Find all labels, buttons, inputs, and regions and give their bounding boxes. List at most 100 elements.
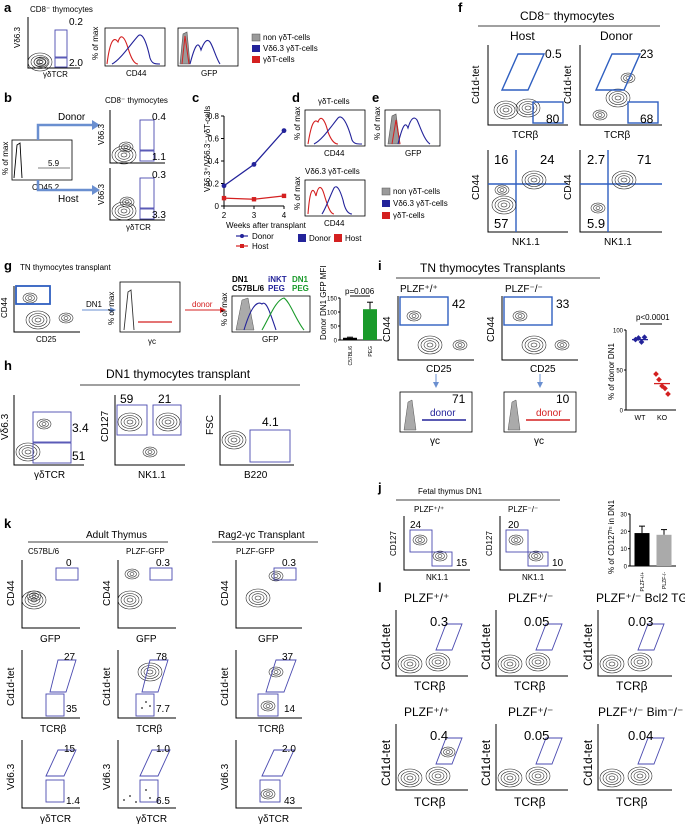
panel-j-xlabel-wt: NK1.1 xyxy=(426,573,449,582)
panel-l-bottom-1-val: 0.4 xyxy=(430,728,448,743)
panel-k-r2c3-val1: 37 xyxy=(282,652,294,663)
panel-l-top-1-y: Cd1d-tet xyxy=(379,623,393,670)
panel-c-ytick-label: 0.4 xyxy=(208,157,220,166)
panel-f-host-bottom: 16 24 57 CD44 NK1.1 xyxy=(471,150,568,248)
panel-f-host-q2: 24 xyxy=(540,152,554,167)
panel-j-col-wt: PLZF⁺/⁺ xyxy=(414,505,444,514)
panel-l-top-title-3: PLZF⁺/⁻ Bcl2 TG xyxy=(596,591,685,605)
panel-k-r1c2-y: CD44 xyxy=(102,580,113,606)
panel-k-r3c3-val2: 43 xyxy=(284,796,296,807)
panel-j-dotplot-ko: 20 10 CD127 NK1.1 xyxy=(485,516,566,582)
panel-g-dotplot: CD44 CD25 xyxy=(0,285,80,344)
panel-d-histogram-bottom: % of max CD44 xyxy=(293,177,366,228)
panel-d-histogram-top: % of max CD44 xyxy=(293,107,366,158)
panel-k-r3c1-val2: 1.4 xyxy=(66,796,80,807)
panel-l-bottom-1: 0.4 Cd1d-tet TCRβ xyxy=(379,724,468,809)
panel-b-donor-label: Donor xyxy=(58,112,86,123)
panel-i-donor-wt: donor xyxy=(430,408,456,419)
panel-e-legend-2: γδT-cells xyxy=(393,211,425,220)
panel-a-title: CD8⁻ thymocytes xyxy=(30,5,93,14)
panel-k-r2c1-val2: 35 xyxy=(66,704,78,715)
panel-l-bottom-2-val: 0.05 xyxy=(524,728,549,743)
panel-b-donor-top: 0.4 xyxy=(152,112,166,123)
panel-l-top-2-val: 0.05 xyxy=(524,614,549,629)
panel-f-host-q1: 16 xyxy=(494,152,508,167)
panel-k-r3c2-val2: 6.5 xyxy=(156,796,170,807)
panel-g-bar-ytick-label: 0 xyxy=(334,339,338,345)
panel-k-r1c3-val: 0.3 xyxy=(282,558,296,569)
panel-i-category: KO xyxy=(657,415,668,422)
panel-h-p3-ylabel: FSC xyxy=(205,415,216,435)
panel-k-r1c2-x: GFP xyxy=(136,634,157,645)
panel-g-xlabel: CD25 xyxy=(36,335,57,344)
panel-k-r2c1-x: TCRβ xyxy=(40,724,67,735)
panel-k-r2c2-val2: 7.7 xyxy=(156,704,170,715)
panel-d-xlabel-top: CD44 xyxy=(324,149,345,158)
panel-i-bar-ylabel: % of donor DN1 xyxy=(607,343,616,400)
panel-i-donor-ko: donor xyxy=(536,408,562,419)
panel-i-ytick-label: 50 xyxy=(616,369,623,375)
panel-j-bar-category: PLZF+/+ xyxy=(640,572,646,592)
panel-g-bar-ylabel: Donor DN1 GFP MFI xyxy=(319,265,328,340)
panel-c-ytick-label: 0.6 xyxy=(208,135,220,144)
panel-i-dotplot-ko: 33 CD44 CD25 xyxy=(486,296,578,375)
panel-a-legend-1: Vδ6.3 γδT-cells xyxy=(263,44,318,53)
panel-l-bottom-2-y: Cd1d-tet xyxy=(479,739,493,786)
panel-e-legend-1: Vδ6.3 γδT-cells xyxy=(393,199,448,208)
panel-g-bar-pvalue: p=0.006 xyxy=(345,287,375,296)
panel-j-wt-val2: 15 xyxy=(456,558,468,569)
panel-f-host-top-val1: 0.5 xyxy=(545,47,562,61)
panel-c-point xyxy=(251,161,257,167)
panel-h-p3-val1: 4.1 xyxy=(262,415,279,429)
panel-h-p1-val2: 51 xyxy=(72,449,86,463)
panel-g-title: TN thymocytes transplant xyxy=(20,263,111,272)
panel-l-top-2-x: TCRβ xyxy=(514,679,546,693)
panel-f-title: CD8⁻ thymocytes xyxy=(520,9,614,23)
panel-f-bottom-xlabel-2: NK1.1 xyxy=(604,237,632,248)
panel-k-r3c2-x: γδTCR xyxy=(136,814,167,825)
panel-f-top-xlabel-1: TCRβ xyxy=(512,130,539,141)
panel-k-r2c2-x: TCRβ xyxy=(136,724,163,735)
panel-k-r2c3-x: TCRβ xyxy=(258,724,285,735)
panel-c-point xyxy=(281,193,287,199)
panel-g-ylabel: CD44 xyxy=(0,297,9,318)
panel-c-point xyxy=(281,128,287,134)
panel-k-r1c1-x: GFP xyxy=(40,634,61,645)
panel-k-r3c2-val1: 1.0 xyxy=(156,744,170,755)
panel-i-point xyxy=(641,334,648,341)
panel-k-r1c3-x: GFP xyxy=(258,634,279,645)
panel-f-host-top-val2: 80 xyxy=(546,112,560,126)
panel-l-bottom-1-x: TCRβ xyxy=(414,795,446,809)
panel-i-xlabel-ko: CD25 xyxy=(530,364,556,375)
panel-l-bottom-title-1: PLZF⁺/⁺ xyxy=(404,705,449,719)
panel-c-xtick-label: 3 xyxy=(252,211,257,220)
panel-l-bottom-2-x: TCRβ xyxy=(514,795,546,809)
panel-i-dotplot-wt: 42 CD44 CD25 xyxy=(382,296,474,375)
panel-g-h2-dn1: DN1 xyxy=(232,275,249,284)
panel-c-legend-host: Host xyxy=(252,242,269,251)
panel-b-host-ylabel: Vδ6.3 xyxy=(97,184,106,205)
panel-k-r2c3-y: Cd1d-tet xyxy=(220,667,231,706)
panel-h-dotplot-2: 59 21 CD127 NK1.1 xyxy=(100,392,185,481)
panel-h-p1-xlabel: γδTCR xyxy=(34,470,65,481)
panel-k-r1c1: 0 CD44 GFP xyxy=(6,558,80,645)
panel-f-letter: f xyxy=(458,0,463,15)
panel-i-histogram-wt: donor 71 γc xyxy=(399,391,473,447)
panel-a-letter: a xyxy=(4,0,12,15)
panel-i-hist-val-wt: 71 xyxy=(452,392,466,406)
panel-h-p1-val1: 3.4 xyxy=(72,421,89,435)
panel-k-r3c3-x: γδTCR xyxy=(258,814,289,825)
panel-g-bar-ytick-label: 50 xyxy=(330,325,337,331)
panel-g-letter: g xyxy=(4,258,12,273)
panel-d-letter: d xyxy=(292,90,300,105)
panel-l-bottom-1-y: Cd1d-tet xyxy=(379,739,393,786)
panel-i-ytick-label: 0 xyxy=(620,409,624,415)
panel-i-ko-val: 33 xyxy=(556,297,570,311)
panel-j-bar xyxy=(634,533,650,566)
panel-j-ylabel-wt: CD127 xyxy=(389,531,398,556)
panel-k-r3c1-y: Vd6.3 xyxy=(6,763,17,790)
panel-i-col-ko: PLZF⁻/⁻ xyxy=(505,284,543,295)
panel-k-r2c1-val1: 27 xyxy=(64,652,76,663)
panel-c-xlabel: Weeks after transplant xyxy=(226,221,307,230)
